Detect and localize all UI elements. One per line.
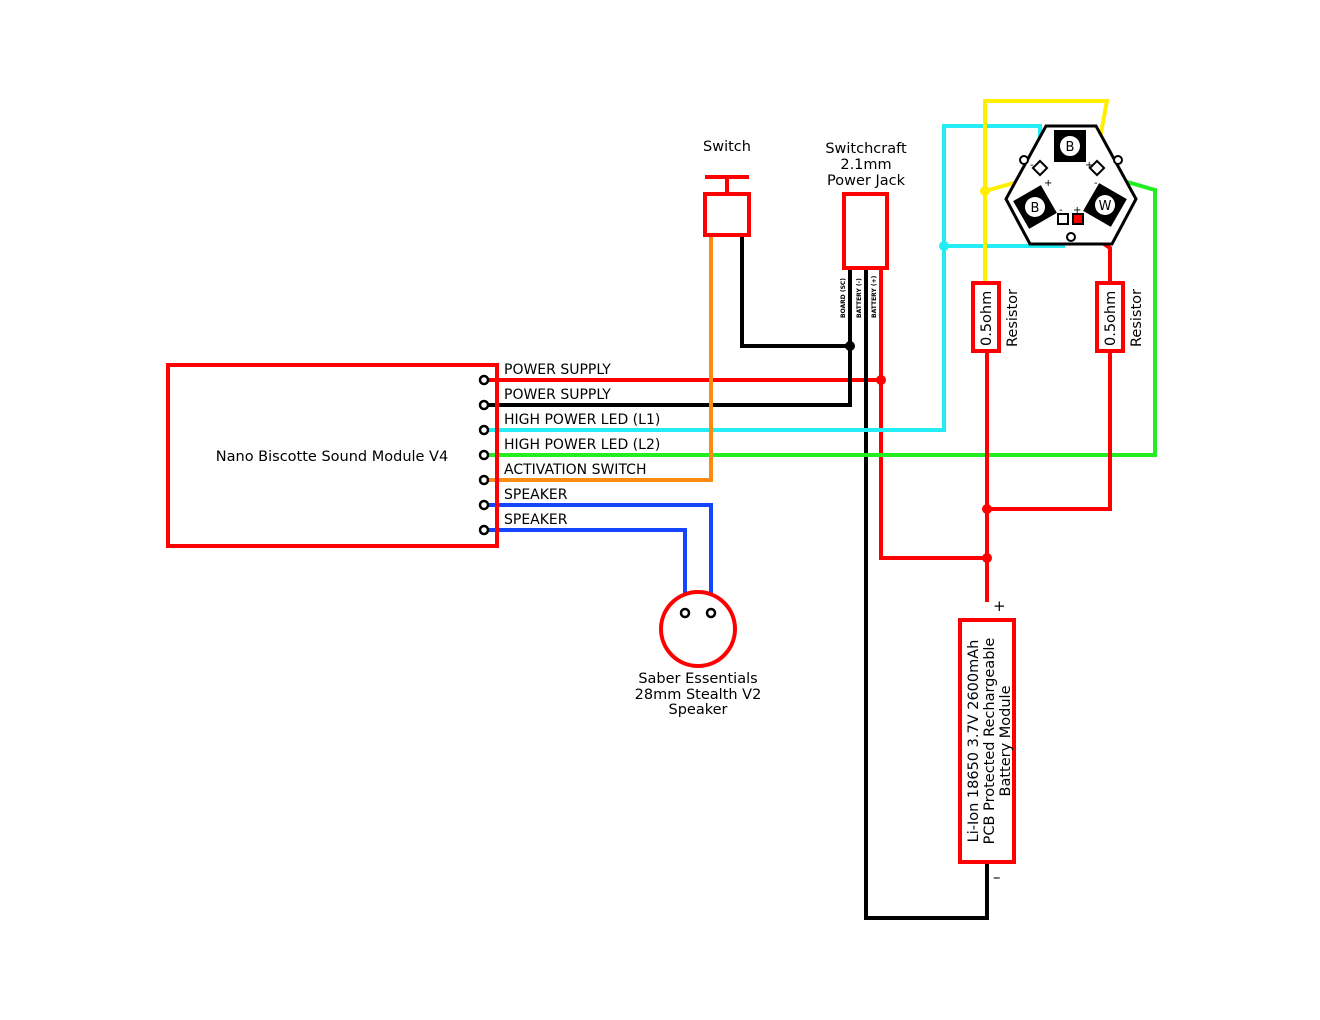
wire-speaker-blue-2 xyxy=(482,528,687,615)
resistor-1: 0.5ohm Resistor xyxy=(971,281,1021,353)
activation-switch: Switch xyxy=(703,139,751,237)
power-jack-label-line-2: 2.1mm xyxy=(840,157,891,173)
pin-terminal xyxy=(478,399,490,411)
junction-dot xyxy=(982,553,992,563)
led-pad xyxy=(1057,213,1069,225)
battery: + – Li-Ion 18650 3.7V 2600mAh PCB Protec… xyxy=(958,597,1016,886)
speaker-label-line-2: 28mm Stealth V2 xyxy=(635,687,762,703)
junction-dot xyxy=(876,375,886,385)
speaker-terminal xyxy=(705,607,717,619)
pin-label-speaker-1: SPEAKER xyxy=(504,487,568,503)
pin-label-activation-switch: ACTIVATION SWITCH xyxy=(504,462,646,478)
sound-module: Nano Biscotte Sound Module V4 POWER SUPP… xyxy=(166,362,660,548)
junction-dot xyxy=(939,241,949,251)
power-jack-pin-board: BOARD (SC) xyxy=(840,278,847,318)
pin-terminal xyxy=(478,449,490,461)
junction-dot xyxy=(980,186,990,196)
pin-terminal xyxy=(478,474,490,486)
power-jack: Switchcraft 2.1mm Power Jack BOARD (SC) … xyxy=(825,141,907,318)
power-jack-body xyxy=(842,192,889,270)
power-jack-label-line-3: Power Jack xyxy=(827,173,906,189)
pin-terminal xyxy=(478,499,490,511)
battery-label-line-1: Li-Ion 18650 3.7V 2600mAh xyxy=(966,640,982,843)
led-mount-hole xyxy=(1066,232,1076,242)
led-pad-sign: - xyxy=(1094,178,1098,189)
wire-resistor-red xyxy=(985,216,1112,602)
resistor-2-body xyxy=(1095,281,1125,353)
led-pad-sign: + xyxy=(1044,178,1052,189)
led-pad-sign: - xyxy=(1030,160,1034,171)
speaker: Saber Essentials 28mm Stealth V2 Speaker xyxy=(635,590,762,718)
pin-label-speaker-2: SPEAKER xyxy=(504,512,568,528)
led-die-right xyxy=(1083,183,1127,227)
sound-module-name: Nano Biscotte Sound Module V4 xyxy=(216,449,448,465)
wire-speaker-blue-1 xyxy=(482,503,713,615)
speaker-body xyxy=(659,590,737,668)
power-jack-pin-battery-pos: BATTERY (+) xyxy=(871,275,878,318)
speaker-label-line-3: Speaker xyxy=(669,702,728,718)
junction-dot xyxy=(982,504,992,514)
junction-dot xyxy=(845,341,855,351)
battery-label-line-3: Battery Module xyxy=(998,685,1014,796)
resistor-1-caption: Resistor xyxy=(1005,289,1021,347)
wire-power-supply-black xyxy=(482,233,852,407)
wires xyxy=(482,99,1157,920)
battery-plus: + xyxy=(993,597,1006,615)
led-mount-hole xyxy=(1019,155,1029,165)
led-die-label: W xyxy=(1099,199,1112,214)
resistor-1-body xyxy=(971,281,1001,353)
speaker-terminal xyxy=(679,607,691,619)
led-pad xyxy=(1031,159,1049,177)
power-jack-label-line-1: Switchcraft xyxy=(825,141,907,157)
led-pad xyxy=(1072,213,1084,225)
resistor-2-value: 0.5ohm xyxy=(1103,291,1119,346)
led-pad-sign: + xyxy=(1073,205,1081,216)
resistor-1-value: 0.5ohm xyxy=(979,291,995,346)
led-pad-sign: + xyxy=(1085,160,1093,171)
led-die-label: B xyxy=(1031,201,1040,216)
battery-minus: – xyxy=(993,868,1001,886)
pin-terminal xyxy=(478,524,490,536)
led-die-top: B xyxy=(1054,130,1086,162)
resistor-2: 0.5ohm Resistor xyxy=(1095,281,1145,353)
pin-terminal xyxy=(478,374,490,386)
battery-body xyxy=(958,618,1016,864)
wire-battery-negative xyxy=(864,268,989,920)
led-die-label: B xyxy=(1066,140,1075,155)
led-pad-sign: - xyxy=(1059,205,1063,216)
led-mount-hole xyxy=(1113,155,1123,165)
sound-module-pins xyxy=(478,374,490,536)
battery-label-line-2: PCB Protected Rechargeable xyxy=(982,638,998,845)
tri-led-star: B B W + - + - + - xyxy=(1004,124,1138,246)
switch-body xyxy=(703,192,751,237)
resistor-2-caption: Resistor xyxy=(1129,289,1145,347)
speaker-label-line-1: Saber Essentials xyxy=(638,671,757,687)
power-jack-pin-battery-neg: BATTERY (-) xyxy=(856,278,863,318)
pin-label-power-supply-2: POWER SUPPLY xyxy=(504,387,611,403)
pin-label-power-supply-1: POWER SUPPLY xyxy=(504,362,611,378)
led-pad xyxy=(1088,159,1106,177)
wire-power-supply-red xyxy=(482,268,989,560)
pin-label-high-power-led-l2: HIGH POWER LED (L2) xyxy=(504,437,660,453)
wire-led-l2-green xyxy=(482,174,1157,457)
led-die-left xyxy=(1013,185,1057,229)
wire-activation-switch-orange xyxy=(482,233,713,482)
wire-led-l1-cyan xyxy=(482,124,1065,432)
pin-terminal xyxy=(478,424,490,436)
switch-label: Switch xyxy=(703,139,751,155)
pin-label-high-power-led-l1: HIGH POWER LED (L1) xyxy=(504,412,660,428)
sound-module-body xyxy=(166,363,499,548)
